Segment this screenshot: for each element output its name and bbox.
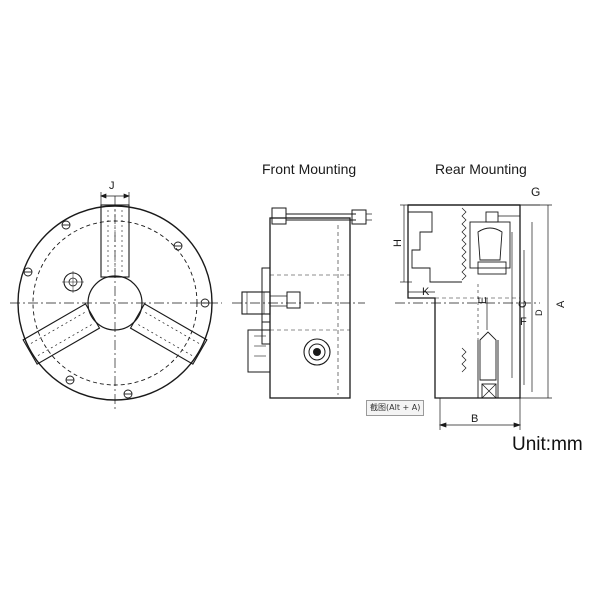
dim-label-H: H [392, 239, 404, 247]
dim-label-A: A [555, 300, 567, 308]
dim-label-B: B [471, 413, 478, 425]
dim-label-D: D [534, 309, 544, 316]
chuck-face-view [10, 192, 222, 410]
dim-label-J: J [109, 180, 115, 192]
rear-bore-detail [477, 331, 499, 399]
front-mount-bolt [271, 207, 372, 225]
jaw-slot-lower-left [129, 303, 208, 365]
rear-jaw-screw [469, 211, 520, 275]
jaw-slot-lower-right [22, 303, 101, 365]
dim-label-E: E [477, 297, 489, 304]
dim-label-F: F [520, 316, 527, 328]
rear-mounting-view [395, 204, 552, 430]
rear-dimension-lines [400, 204, 552, 430]
side-pinion-hole [303, 338, 331, 366]
pinion-hole [62, 271, 84, 293]
dim-label-G: G [531, 185, 540, 199]
front-jaw [241, 291, 301, 315]
title-rear-mounting: Rear Mounting [435, 161, 527, 177]
dimension-J [100, 192, 130, 205]
jaw-slot-top [100, 204, 130, 278]
dim-label-C: C [517, 300, 529, 308]
mounting-bolt-holes [23, 220, 210, 399]
unit-label: Unit:mm [512, 434, 583, 455]
dim-label-K: K [422, 286, 430, 298]
front-mounting-view [232, 207, 372, 399]
front-jaw-lower [247, 321, 271, 373]
title-front-mounting: Front Mounting [262, 161, 356, 177]
serrations [461, 207, 467, 373]
screenshot-tooltip: 截图(Alt + A) [366, 400, 425, 416]
